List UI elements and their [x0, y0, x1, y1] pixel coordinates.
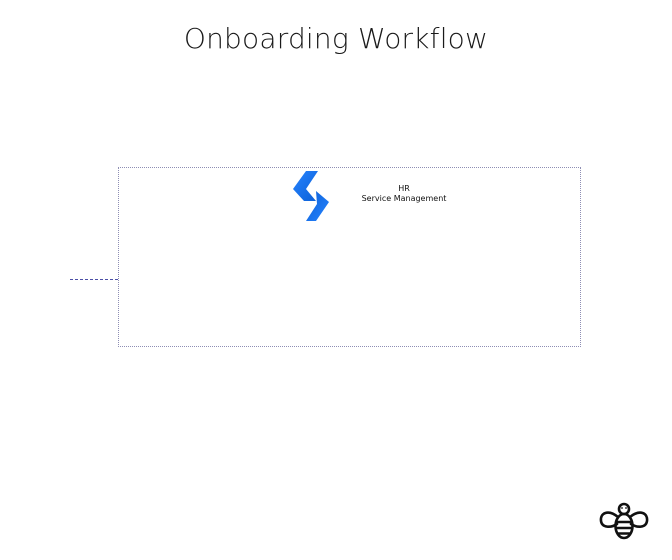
node-label-line2: Service Management — [361, 194, 447, 203]
bee-logo-icon — [599, 502, 649, 540]
group-container — [118, 167, 581, 347]
edge-connector — [70, 279, 118, 280]
node-label: HR Service Management — [352, 184, 456, 204]
page-title: Onboarding Workflow — [183, 22, 489, 55]
node-label-line1: HR — [398, 184, 410, 193]
jira-service-management-icon — [293, 171, 329, 221]
